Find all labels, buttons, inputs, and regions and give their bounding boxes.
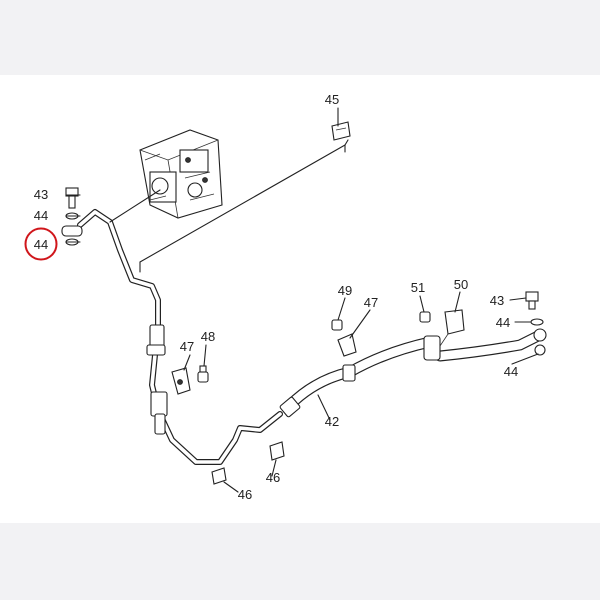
bolt-49 [331,319,343,331]
callout-44-right-upper: 44 [496,315,510,330]
bracket-50 [439,309,465,347]
clamp-47-middle [337,333,357,357]
bolt-48 [197,365,209,383]
union-bolt-43-left [65,187,79,209]
callout-42: 42 [325,414,339,429]
bolt-51 [419,311,431,323]
callout-45: 45 [325,92,339,107]
clip-45 [331,121,351,141]
union-bolt-43-right [525,291,539,310]
callout-47-left: 47 [180,339,194,354]
callout-51: 51 [411,280,425,295]
callout-50: 50 [454,277,468,292]
brake-pipe-left [77,209,283,465]
callout-44-right-lower: 44 [504,364,518,379]
clamp-47-left [171,367,191,395]
callout-48: 48 [201,329,215,344]
callout-43-left: 43 [34,187,48,202]
highlight-circle [24,227,58,261]
drawing-panel [0,75,600,523]
callout-43-right: 43 [490,293,504,308]
callout-44-highlighted: 44 [34,237,48,252]
abs-unit-illustration [139,129,223,219]
washer-44-right-upper [530,318,544,326]
leader-lines [65,107,539,493]
callout-46-lower: 46 [238,487,252,502]
callout-49: 49 [338,283,352,298]
callout-46-right: 46 [266,470,280,485]
callout-47-middle: 47 [364,295,378,310]
clip-46-lower [211,467,227,485]
clip-46-right [269,441,285,461]
pipe-fittings [146,324,547,435]
banjo-fitting-left [61,225,83,237]
callout-44-upper: 44 [34,208,48,223]
